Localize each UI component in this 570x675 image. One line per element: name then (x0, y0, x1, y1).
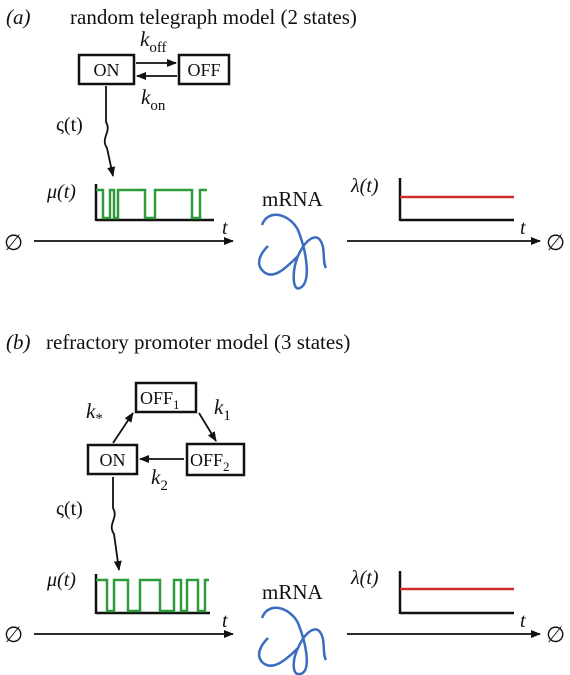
mrna-strand (260, 606, 328, 675)
state-off1-box: OFF1 (134, 381, 198, 414)
rate-k-star: k* (86, 399, 103, 427)
mu-trace (96, 188, 207, 220)
sink-empty-set: ∅ (546, 230, 565, 255)
panel-a-title: random telegraph model (2 states) (70, 5, 357, 29)
source-empty-set: ∅ (4, 622, 23, 647)
rate-k-on: kon (141, 85, 166, 114)
mrna-strand (260, 213, 328, 290)
source-empty-set: ∅ (4, 230, 23, 255)
mrna-strand-tail (257, 245, 299, 276)
transition-off1-to-off2-arrow (198, 412, 217, 442)
state-off-box: OFF (177, 53, 231, 86)
transition-on-to-off1-arrow (112, 412, 134, 444)
time-label-left: t (222, 610, 228, 632)
signal-label: ς(t) (56, 498, 83, 520)
lambda-label: λ(t) (350, 175, 379, 197)
signal-label: ς(t) (56, 114, 83, 136)
panel-a-label: (a) (6, 5, 31, 29)
signal-arrow (103, 86, 116, 177)
state-on-box: ON (77, 53, 136, 86)
panel-a: (a) random telegraph model (2 states) ON… (4, 5, 565, 290)
lambda-label: λ(t) (350, 567, 379, 589)
rate-k2: k2 (151, 465, 168, 494)
state-off-label: OFF (187, 60, 220, 80)
time-label-right: t (520, 610, 526, 632)
state-off2-box: OFF2 (185, 442, 246, 477)
panel-b-title: refractory promoter model (3 states) (46, 330, 350, 354)
mrna-strand-tail (257, 637, 299, 667)
state-on-box: ON (86, 443, 139, 476)
time-label-left: t (222, 217, 228, 239)
panel-b-label: (b) (6, 330, 31, 354)
state-off1-label: OFF1 (140, 388, 180, 412)
sink-empty-set: ∅ (546, 622, 565, 647)
mu-label: μ(t) (46, 569, 76, 591)
time-label-right: t (520, 217, 526, 239)
state-on-label: ON (100, 450, 126, 470)
signal-arrow (110, 477, 122, 571)
panel-b: (b) refractory promoter model (3 states)… (4, 330, 565, 675)
state-on-label: ON (94, 60, 120, 80)
mrna-label: mRNA (262, 580, 324, 604)
mrna-label: mRNA (262, 187, 324, 211)
rate-k1: k1 (214, 395, 231, 424)
rate-k-off: koff (140, 27, 167, 56)
state-off2-label: OFF2 (190, 450, 230, 474)
mu-trace (96, 578, 209, 613)
mu-label: μ(t) (46, 181, 76, 203)
